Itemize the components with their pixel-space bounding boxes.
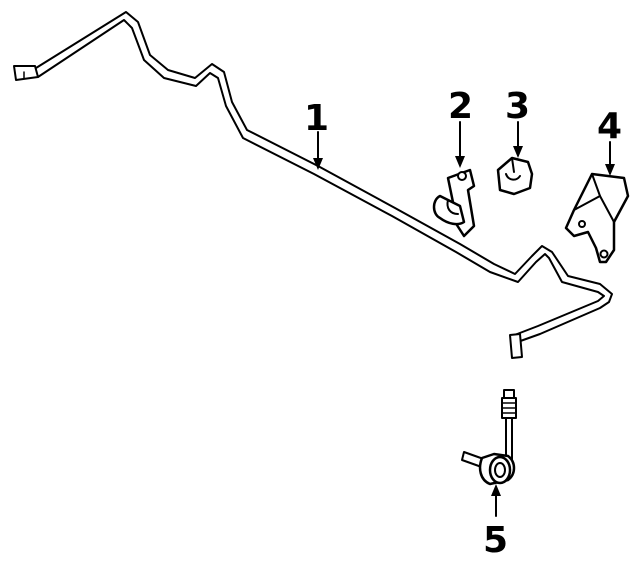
callout-5: 5 — [483, 484, 508, 561]
callout-4: 4 — [597, 106, 622, 176]
svg-text:1: 1 — [304, 98, 329, 139]
svg-text:5: 5 — [483, 520, 508, 561]
callout-2: 2 — [448, 86, 473, 168]
callout-3: 3 — [505, 86, 530, 158]
callout-1: 1 — [304, 98, 329, 170]
bar-bracket[interactable] — [432, 168, 476, 238]
bushing[interactable] — [496, 156, 534, 196]
mount-bracket[interactable] — [564, 172, 630, 264]
stabilizer-link[interactable] — [461, 389, 517, 486]
svg-text:3: 3 — [505, 86, 530, 127]
svg-text:2: 2 — [448, 86, 473, 127]
stabilizer-bar[interactable] — [13, 11, 613, 359]
svg-text:4: 4 — [597, 106, 622, 147]
